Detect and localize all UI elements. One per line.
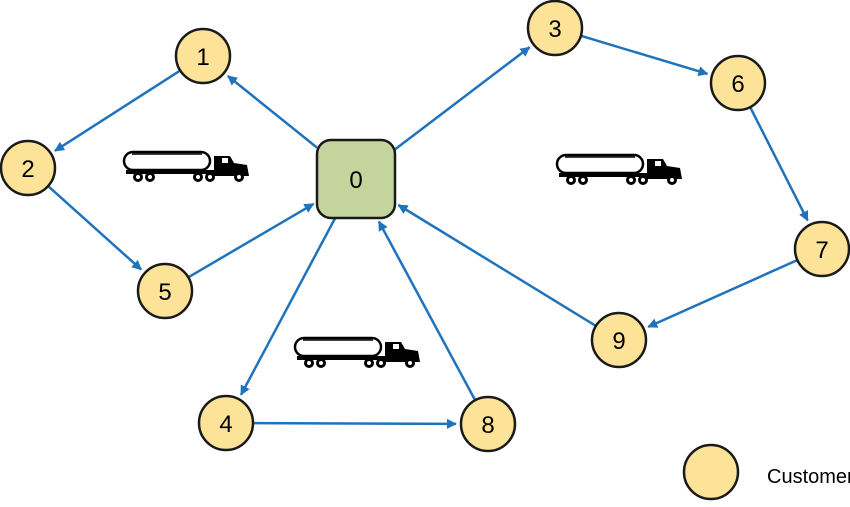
route-arrow-4-to-8	[253, 418, 457, 429]
legend-customer-swatch	[682, 443, 740, 501]
customer-label: 2	[21, 156, 34, 183]
route-arrow-8-to-0	[377, 220, 476, 400]
customer-node-9: 9	[590, 311, 648, 369]
route-arrow-7-to-9	[647, 259, 797, 329]
customer-node-5: 5	[136, 262, 194, 320]
customer-node-4: 4	[197, 394, 255, 452]
customer-node-8: 8	[459, 395, 517, 453]
customer-label: 5	[158, 279, 171, 306]
legend: Customer	[682, 443, 850, 501]
route-arrow-5-to-0	[188, 202, 315, 278]
depot-label: 0	[349, 167, 362, 194]
customer-node-2: 2	[0, 139, 57, 197]
route-edges	[47, 34, 809, 429]
route-arrow-2-to-5	[47, 185, 143, 271]
tanker-truck-icon	[555, 153, 684, 187]
customer-label: 3	[548, 16, 561, 43]
customer-label: 4	[219, 411, 232, 438]
customer-label: 7	[815, 237, 828, 264]
customer-node-6: 6	[709, 54, 767, 112]
tanker-truck-icon	[293, 336, 422, 370]
tanker-truck-icon	[122, 150, 251, 184]
route-arrow-1-to-2	[54, 70, 181, 152]
route-arrow-3-to-6	[581, 34, 709, 77]
route-arrow-9-to-0	[397, 203, 596, 327]
customer-node-1: 1	[174, 27, 232, 85]
route-arrow-0-to-3	[394, 46, 531, 151]
customer-label: 6	[731, 71, 744, 98]
legend-customer-label: Customer	[767, 466, 850, 488]
route-arrow-6-to-7	[749, 107, 809, 222]
route-arrow-0-to-4	[239, 217, 337, 396]
customer-label: 8	[481, 412, 494, 439]
depot-node: 0	[315, 138, 397, 220]
customer-label: 1	[196, 44, 209, 71]
route-arrow-0-to-1	[227, 75, 318, 149]
customer-label: 9	[612, 328, 625, 355]
customer-node-7: 7	[793, 220, 850, 278]
customer-node-3: 3	[526, 0, 584, 57]
depot-box	[315, 138, 397, 220]
